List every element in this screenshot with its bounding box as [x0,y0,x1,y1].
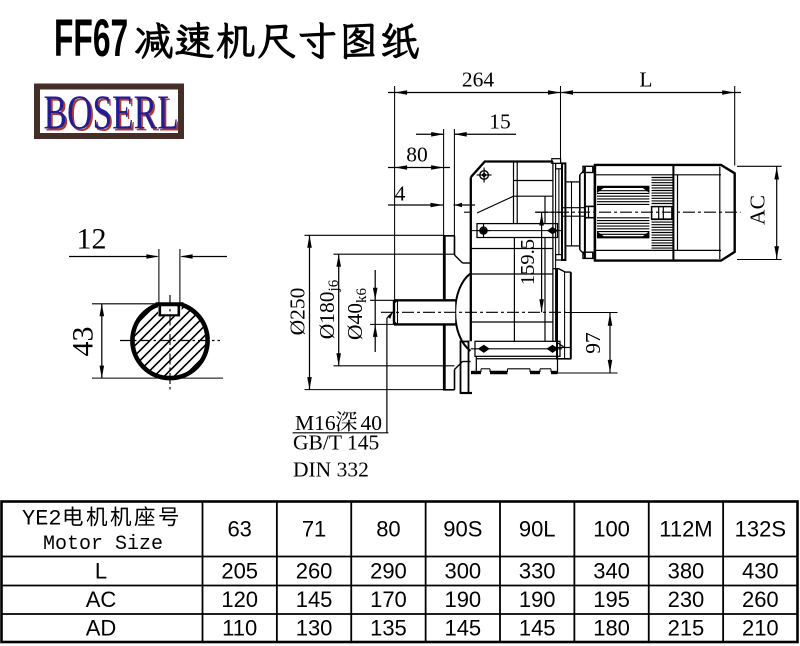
svg-text:300: 300 [444,559,481,584]
svg-text:195: 195 [593,587,630,612]
svg-text:AD: AD [86,616,117,641]
svg-text:90S: 90S [443,517,482,542]
svg-text:100: 100 [593,517,630,542]
svg-text:380: 380 [668,559,705,584]
svg-text:12: 12 [77,223,107,256]
svg-text:130: 130 [296,616,333,641]
svg-text:FF67: FF67 [54,9,128,68]
svg-text:260: 260 [296,559,333,584]
svg-text:97: 97 [581,332,605,354]
svg-text:63: 63 [227,517,251,542]
svg-text:Ø40k6: Ø40k6 [343,287,370,340]
svg-text:215: 215 [668,616,705,641]
svg-text:260: 260 [742,587,779,612]
svg-text:145: 145 [444,616,481,641]
svg-text:159.5: 159.5 [517,239,539,285]
svg-text:230: 230 [668,587,705,612]
svg-text:145: 145 [519,616,556,641]
svg-text:BOSERL: BOSERL [45,88,180,142]
svg-text:264: 264 [462,68,495,92]
svg-text:90L: 90L [519,517,556,542]
svg-text:170: 170 [370,587,407,612]
svg-text:110: 110 [222,616,257,641]
svg-text:80: 80 [406,143,428,167]
svg-text:80: 80 [376,517,400,542]
svg-text:GB/T 145: GB/T 145 [293,431,379,455]
svg-text:L: L [639,68,652,92]
svg-text:132S: 132S [735,517,786,542]
svg-text:210: 210 [742,616,779,641]
svg-text:AC: AC [746,195,770,225]
svg-text:330: 330 [519,559,556,584]
svg-text:M16: M16 [295,411,336,435]
svg-text:430: 430 [742,559,779,584]
svg-text:145: 145 [296,587,333,612]
svg-text:120: 120 [221,587,258,612]
svg-text:15: 15 [489,110,511,134]
svg-text:DIN 332: DIN 332 [293,458,369,482]
svg-text:340: 340 [593,559,630,584]
svg-text:YE2: YE2 [22,507,62,532]
svg-text:135: 135 [370,616,407,641]
svg-text:43: 43 [67,327,100,357]
svg-text:L: L [95,559,107,584]
svg-text:290: 290 [370,559,407,584]
svg-text:190: 190 [519,587,556,612]
svg-text:40: 40 [361,411,383,435]
svg-text:BOSERL: BOSERL [44,86,179,140]
svg-text:4: 4 [395,182,406,206]
svg-text:71: 71 [302,517,326,542]
svg-text:AC: AC [86,587,117,612]
svg-text:Motor Size: Motor Size [43,533,163,556]
svg-text:180: 180 [593,616,630,641]
svg-text:Ø250: Ø250 [286,288,310,336]
svg-text:190: 190 [444,587,481,612]
svg-text:205: 205 [221,559,258,584]
svg-text:112M: 112M [659,517,712,542]
